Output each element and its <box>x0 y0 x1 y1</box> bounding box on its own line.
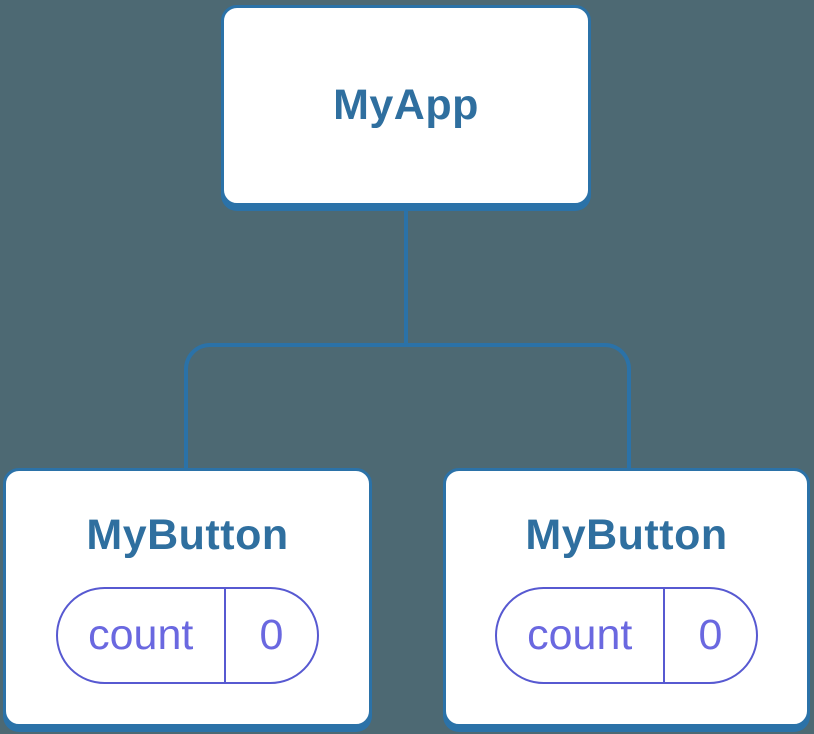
state-name: count <box>88 611 194 659</box>
root-component-label: MyApp <box>333 81 479 129</box>
state-pill: count 0 <box>495 587 758 684</box>
state-pill: count 0 <box>56 587 319 684</box>
child-component-label: MyButton <box>525 511 728 559</box>
pill-divider <box>662 589 665 682</box>
state-value: 0 <box>698 611 723 659</box>
child-component-node: MyButton count 0 <box>443 468 810 727</box>
parent-connector-line <box>404 209 408 345</box>
child-component-node: MyButton count 0 <box>3 468 372 727</box>
state-name: count <box>527 611 633 659</box>
root-component-node: MyApp <box>221 5 591 206</box>
children-connector-bracket <box>184 343 631 470</box>
state-value: 0 <box>259 611 284 659</box>
pill-divider <box>223 589 226 682</box>
child-component-label: MyButton <box>86 511 289 559</box>
